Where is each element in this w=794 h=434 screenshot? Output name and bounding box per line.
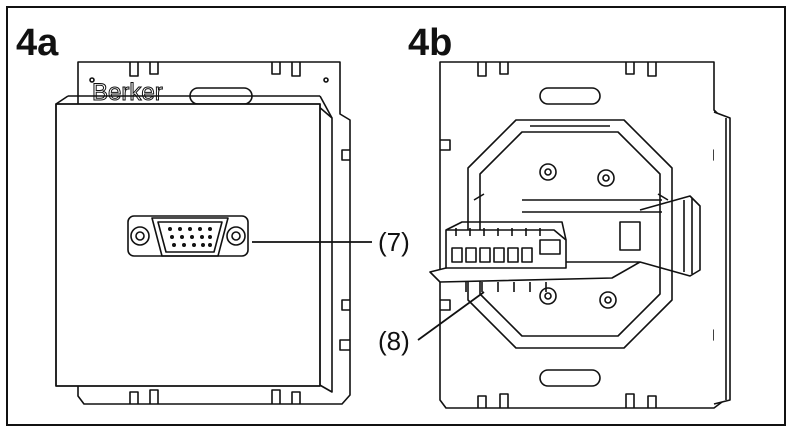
- callout-8: (8): [378, 326, 410, 356]
- figure-4b-device: [417, 61, 731, 409]
- brand-logo: Berker: [92, 79, 163, 106]
- callout-line-8: [417, 291, 485, 341]
- figure-4b-label: 4b: [408, 22, 453, 64]
- terminal-block: [445, 221, 567, 269]
- wall-box: [467, 119, 673, 349]
- figure-4a-device: [55, 61, 372, 405]
- figure-4a-label: 4a: [16, 22, 59, 64]
- figure-border: [6, 6, 786, 426]
- vga-connector: [127, 215, 249, 257]
- callout-7: (7): [378, 227, 410, 257]
